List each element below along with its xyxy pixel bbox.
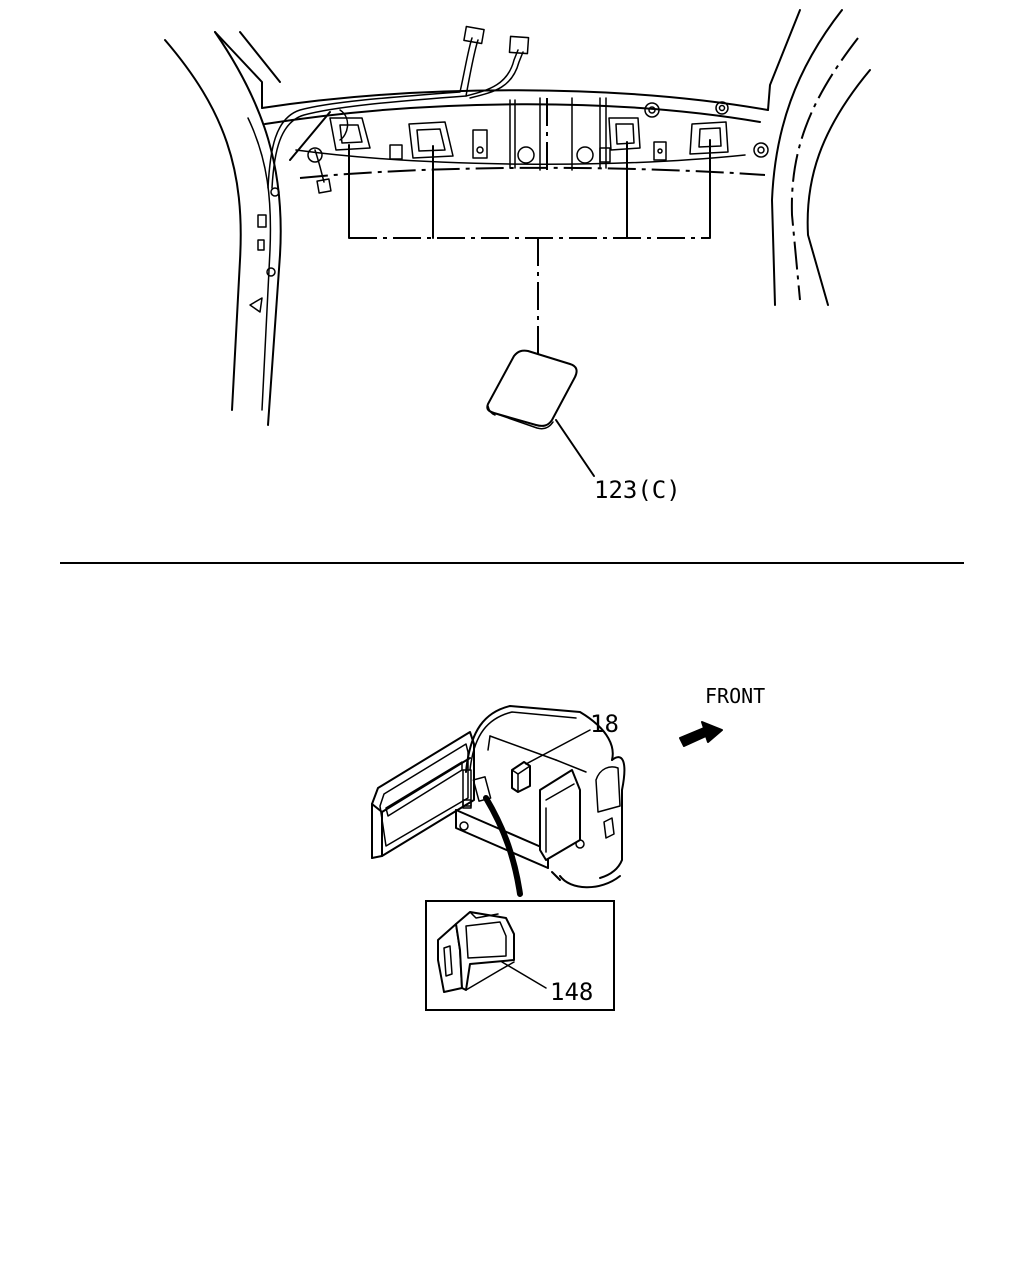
callout-148: 148 bbox=[550, 978, 593, 1006]
left-pillar bbox=[164, 31, 282, 426]
arrow-front-icon bbox=[679, 721, 723, 747]
leader-bracket bbox=[348, 139, 711, 382]
callout-18: 18 bbox=[590, 710, 619, 738]
clip-hole bbox=[689, 121, 729, 155]
right-pillar bbox=[753, 9, 871, 306]
hole-cover bbox=[486, 349, 595, 477]
roof-panel bbox=[261, 89, 769, 179]
callout-123c: 123(C) bbox=[594, 476, 681, 504]
rear-door bbox=[371, 731, 475, 859]
fitting-18 bbox=[511, 729, 591, 793]
front-direction: FRONT bbox=[679, 684, 765, 747]
vehicle-body bbox=[455, 705, 626, 889]
wiring-harness bbox=[267, 25, 530, 194]
clip-hole bbox=[329, 117, 371, 151]
trim-piece-148 bbox=[437, 911, 547, 993]
clip-hole bbox=[408, 121, 454, 159]
detail-pointer bbox=[483, 795, 523, 897]
clip-holes bbox=[329, 117, 729, 159]
clip-hole bbox=[608, 117, 641, 151]
roof-interior-view: 123(C) bbox=[164, 9, 871, 504]
rear-cargo-view: 18 148 FRONT bbox=[371, 684, 765, 1011]
front-label: FRONT bbox=[705, 684, 765, 708]
detail-box: 148 bbox=[425, 900, 615, 1011]
